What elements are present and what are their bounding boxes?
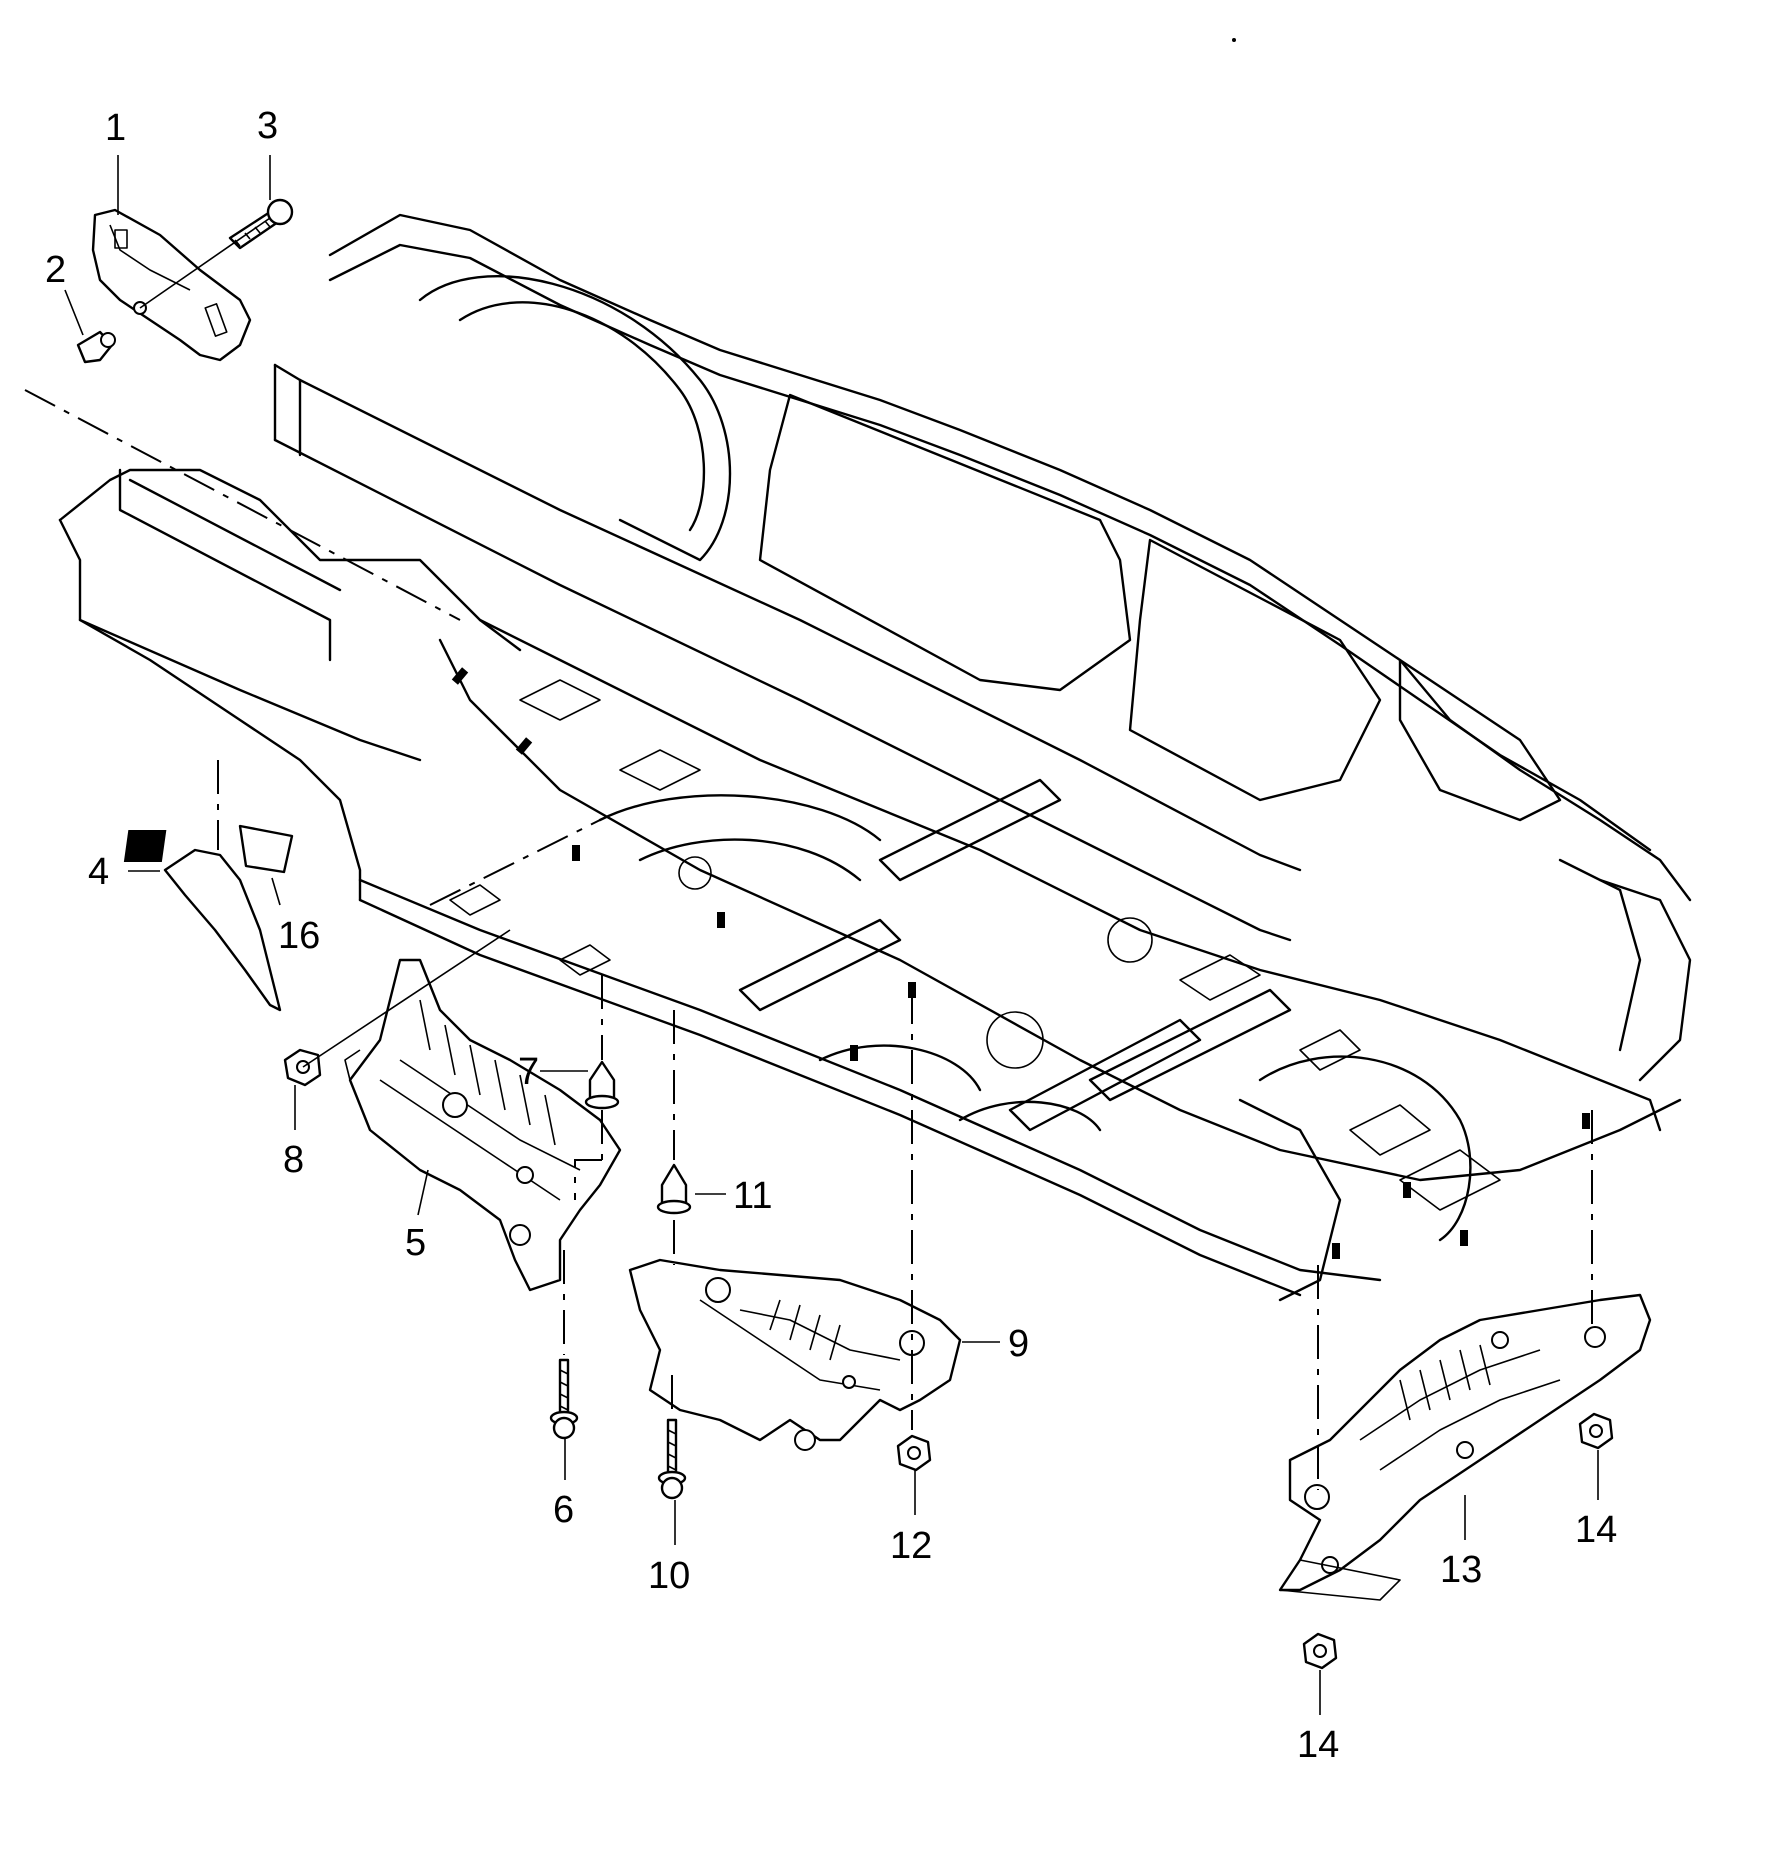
part-14-nut-bottom — [1302, 1632, 1338, 1670]
callout-4: 4 — [88, 851, 109, 893]
callout-16: 16 — [278, 915, 320, 957]
part-9-cover — [628, 1258, 962, 1451]
part-8-nut — [283, 1048, 322, 1087]
callout-7: 7 — [518, 1051, 539, 1093]
callout-6: 6 — [553, 1489, 574, 1531]
callout-3: 3 — [257, 105, 278, 147]
part-6-screw — [549, 1358, 579, 1440]
part-2-clip — [76, 330, 116, 364]
part-16-pad — [123, 824, 294, 874]
callout-labels: 1 2 3 4 16 5 6 7 8 9 10 11 12 13 14 14 — [45, 105, 1617, 1766]
part-13-cover — [1278, 1293, 1652, 1601]
part-10-screw — [657, 1418, 687, 1500]
callout-1: 1 — [105, 107, 126, 149]
part-7-clip — [584, 1060, 620, 1110]
callout-2: 2 — [45, 249, 66, 291]
part-14-nut-right — [1578, 1412, 1614, 1450]
part-1-bracket — [91, 208, 252, 362]
callout-5: 5 — [405, 1222, 426, 1264]
part-11-clip — [656, 1163, 692, 1215]
callout-8: 8 — [283, 1139, 304, 1181]
vehicle-underbody-illustration — [58, 213, 1692, 1302]
part-4-panel — [163, 848, 282, 1012]
callout-13: 13 — [1440, 1549, 1482, 1591]
callout-10: 10 — [648, 1555, 690, 1597]
callout-14-bottom: 14 — [1297, 1724, 1339, 1766]
callout-9: 9 — [1008, 1323, 1029, 1365]
callout-14-right: 14 — [1575, 1509, 1617, 1551]
callout-12: 12 — [890, 1525, 932, 1567]
part-5-cover — [344, 958, 622, 1292]
callout-11: 11 — [733, 1175, 772, 1217]
part-12-nut — [896, 1434, 932, 1472]
leader-lines — [64, 155, 1599, 1715]
